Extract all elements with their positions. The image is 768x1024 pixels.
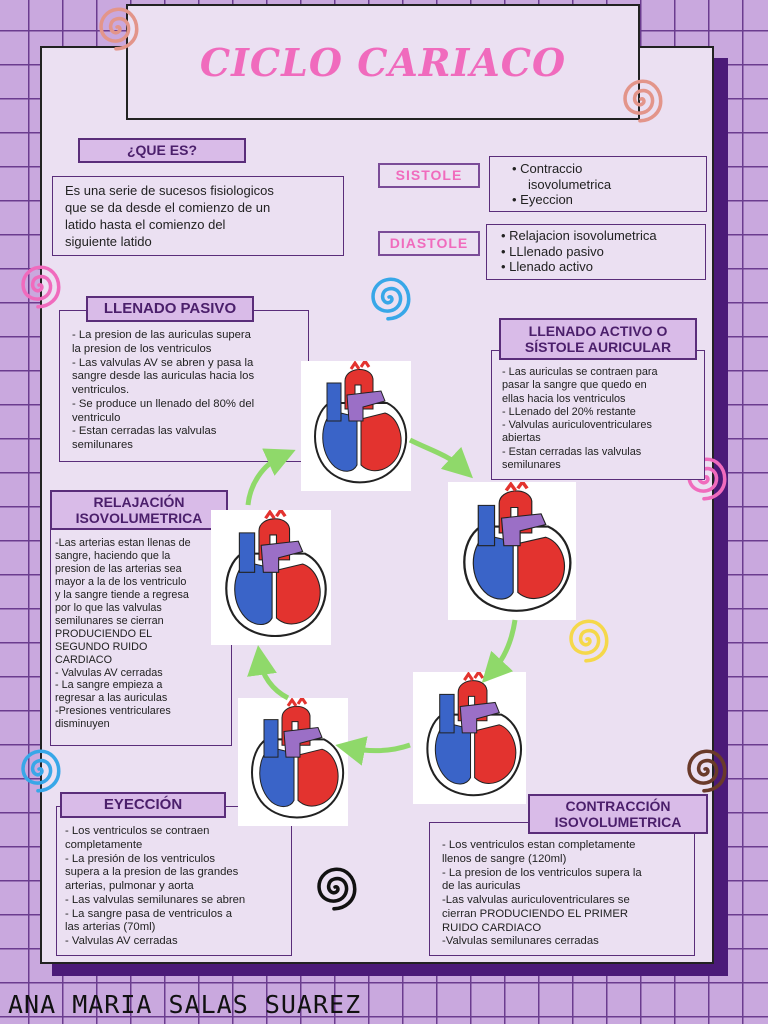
relajacion-box: -Las arterias estan llenas de sangre, ha… (50, 520, 232, 746)
llenado-activo-label: LLENADO ACTIVO O SÍSTOLE AURICULAR (499, 318, 697, 360)
llenado-activo-line: pasar la sangre que quedo en (502, 379, 647, 392)
que-es-line: Es una serie de sucesos fisiologicos (65, 183, 274, 198)
contraccion-line: - La presion de los ventriculos supera l… (442, 866, 642, 879)
eyeccion-line: - La presión de los ventriculos (65, 852, 216, 865)
contraccion-line: cierran PRODUCIENDO EL PRIMER (442, 907, 629, 920)
cycle-arrow (335, 736, 411, 766)
eyeccion-box: - Los ventriculos se contraen completame… (56, 806, 292, 956)
sistole-label: SISTOLE (378, 163, 480, 188)
llenado-pasivo-line: - Se produce un llenado del 80% del (72, 397, 255, 410)
llenado-pasivo-line: ventriculo (72, 411, 121, 424)
relajacion-line: mayor a la de los ventriculo (55, 575, 187, 588)
relajacion-line: -Las arterias estan llenas de (55, 537, 191, 549)
title-box: CICLO CARIACO (126, 4, 640, 120)
llenado-pasivo-line: semilunares (72, 439, 133, 452)
contraccion-line: -Valvulas semilunares cerradas (442, 935, 599, 948)
sistole-item: • Contraccio (512, 161, 583, 176)
relajacion-line: -Presiones ventriculares (55, 705, 171, 718)
contraccion-label-line: ISOVOLUMETRICA (554, 814, 682, 830)
relajacion-line: - Valvulas AV cerradas (55, 666, 163, 679)
que-es-box: Es una serie de sucesos fisiologicos que… (52, 176, 344, 256)
llenado-activo-line: - Las auriculas se contraen para (502, 366, 658, 378)
llenado-activo-label-line: SÍSTOLE AURICULAR (524, 339, 672, 355)
relajacion-label-line: RELAJACIÓN (93, 493, 185, 510)
eyeccion-line: arterias, pulmonar y aorta (65, 880, 194, 893)
cycle-arrow (245, 448, 296, 506)
relajacion-line: y la sangre tiende a regresa (55, 588, 189, 601)
contraccion-box: - Los ventriculos estan completamente ll… (429, 822, 695, 956)
relajacion-line: semilunares se cierran (55, 614, 164, 627)
eyeccion-line: completamente (65, 838, 143, 851)
llenado-activo-line: - Estan cerradas las valvulas (502, 445, 642, 458)
llenado-pasivo-label: LLENADO PASIVO (86, 296, 254, 322)
eyeccion-line: - Valvulas AV cerradas (65, 935, 178, 948)
llenado-pasivo-line: ventriculos. (72, 384, 130, 397)
eyeccion-line: - Las valvulas semilunares se abren (65, 893, 246, 906)
author-name: ANA MARIA SALAS SUAREZ (8, 990, 362, 1019)
llenado-pasivo-line: - La presion de las auriculas supera (72, 329, 251, 341)
llenado-pasivo-box: - La presion de las auriculas supera la … (59, 310, 309, 462)
sistole-box: • Contraccio isovolumetrica • Eyeccion (489, 156, 707, 212)
page-title: CICLO CARIACO (199, 40, 567, 85)
relajacion-line: SEGUNDO RUIDO (55, 640, 148, 653)
relajacion-line: - La sangre empieza a (55, 679, 163, 692)
llenado-activo-label-line: LLENADO ACTIVO O (528, 322, 668, 339)
llenado-activo-line: - LLenado del 20% restante (502, 405, 636, 418)
contraccion-label: CONTRACCIÓN ISOVOLUMETRICA (528, 794, 708, 834)
eyeccion-line: - La sangre pasa de ventriculos a (65, 907, 233, 920)
que-es-line: siguiente latido (65, 233, 152, 249)
llenado-activo-line: semilunares (502, 459, 561, 472)
diastole-box: • Relajacion isovolumetrica • LLlenado p… (486, 224, 706, 280)
relajacion-line: PRODUCIENDO EL (55, 627, 153, 640)
eyeccion-line: las arterias (70ml) (65, 921, 156, 934)
contraccion-line: -Las valvulas auriculoventriculares se (442, 894, 630, 907)
cycle-arrow (408, 437, 473, 479)
sistole-item: • Eyeccion (512, 192, 573, 208)
relajacion-label-line: ISOVOLUMETRICA (75, 510, 203, 526)
cycle-arrow (481, 619, 518, 683)
llenado-pasivo-line: sangre desde las auriculas hacia los (72, 370, 255, 383)
llenado-activo-line: abiertas (502, 432, 541, 445)
relajacion-line: por lo que las valvulas (55, 601, 162, 614)
sistole-item: isovolumetrica (528, 176, 612, 192)
eyeccion-line: supera a la presion de las grandes (65, 866, 239, 879)
llenado-activo-line: - Valvulas auriculoventriculares (502, 419, 652, 432)
diastole-label: DIASTOLE (378, 231, 480, 256)
llenado-pasivo-line: - Estan cerradas las valvulas (72, 425, 217, 438)
relajacion-line: regresar a las auriculas (55, 692, 168, 705)
llenado-pasivo-line: la presion de los ventriculos (72, 342, 212, 355)
relajacion-line: disminuyen (55, 718, 110, 731)
llenado-activo-box: - Las auriculas se contraen para pasar l… (491, 350, 705, 480)
relajacion-line: presion de las arterias sea (55, 562, 182, 575)
diastole-item: • Llenado activo (501, 259, 594, 275)
que-es-line: latido hasta el comienzo del (65, 216, 226, 232)
diastole-item: • LLlenado pasivo (501, 243, 604, 259)
contraccion-line: - Los ventriculos estan completamente (442, 839, 636, 851)
diastole-item: • Relajacion isovolumetrica (501, 228, 657, 243)
eyeccion-label: EYECCIÓN (60, 792, 226, 818)
llenado-pasivo-line: - Las valvulas AV se abren y pasa la (72, 356, 254, 369)
relajacion-line: sangre, haciendo que la (55, 549, 171, 562)
eyeccion-line: - Los ventriculos se contraen (65, 825, 210, 837)
contraccion-line: llenos de sangre (120ml) (442, 852, 567, 865)
que-es-line: que se da desde el comienzo de un (65, 199, 271, 215)
relajacion-label: RELAJACIÓN ISOVOLUMETRICA (50, 490, 228, 530)
contraccion-line: RUIDO CARDIACO (442, 921, 542, 934)
relajacion-line: CARDIACO (55, 653, 112, 666)
llenado-activo-line: ellas hacia los ventriculos (502, 392, 626, 405)
que-es-label: ¿QUE ES? (78, 138, 246, 163)
contraccion-label-line: CONTRACCIÓN (565, 797, 671, 814)
contraccion-line: de las auriculas (442, 880, 521, 893)
cycle-arrow (247, 645, 290, 701)
